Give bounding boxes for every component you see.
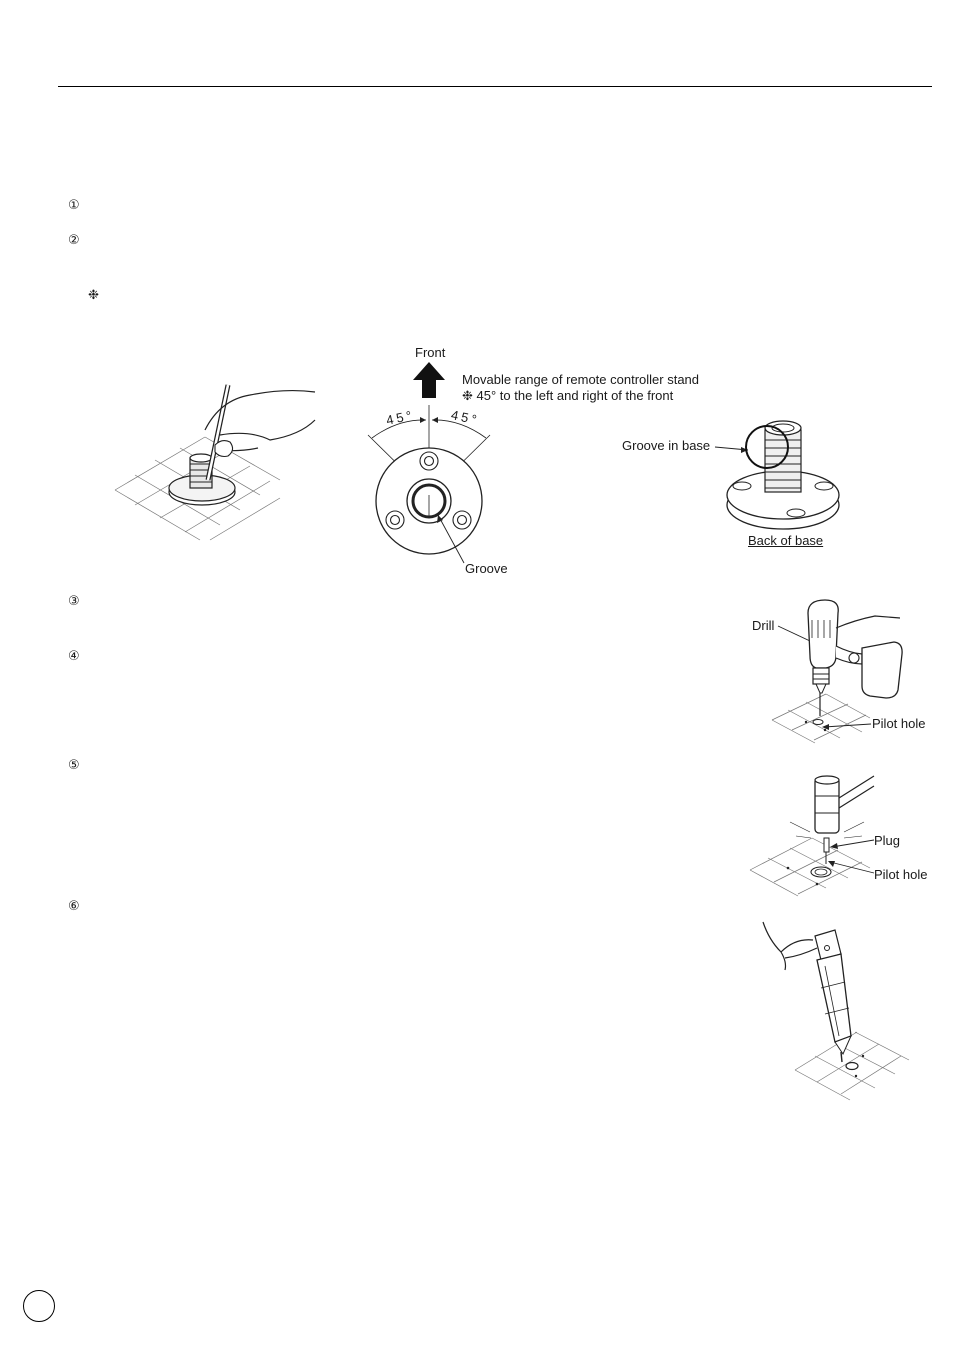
drill-pilot-hole-label: Pilot hole [872, 716, 926, 731]
plug-pilot-hole-leader [828, 861, 875, 874]
marking-illustration [114, 384, 316, 541]
back-of-base-label: Back of base [748, 533, 824, 548]
range-text-line2: ❉ 45° to the left and right of the front [462, 388, 674, 403]
groove-label: Groove [465, 561, 508, 576]
step-marker-5: ⑤ [68, 758, 80, 773]
base-top-view [367, 405, 491, 564]
drill-label: Drill [752, 618, 775, 633]
back-of-base-illustration [714, 420, 840, 530]
plug-leader [830, 839, 875, 849]
range-text-line1: Movable range of remote controller stand [462, 372, 700, 387]
step-marker-3: ③ [68, 594, 80, 609]
front-label: Front [415, 345, 446, 360]
plug-label: Plug [874, 833, 901, 848]
step-marker-1: ① [68, 198, 80, 213]
header-rule [58, 86, 932, 87]
groove-in-base-label: Groove in base [622, 438, 711, 453]
note-marker: ❉ [88, 288, 99, 303]
screwdriver-illustration [762, 921, 910, 1101]
step-marker-6: ⑥ [68, 899, 80, 914]
front-arrow-icon [413, 362, 445, 398]
drill-pilot-hole-leader [822, 723, 872, 730]
plug-illustration [749, 775, 875, 897]
plug-pilot-hole-label: Pilot hole [874, 867, 928, 882]
page-number-circle [23, 1290, 55, 1322]
drill-illustration [771, 599, 903, 744]
step-marker-4: ④ [68, 649, 80, 664]
step-marker-2: ② [68, 233, 80, 248]
